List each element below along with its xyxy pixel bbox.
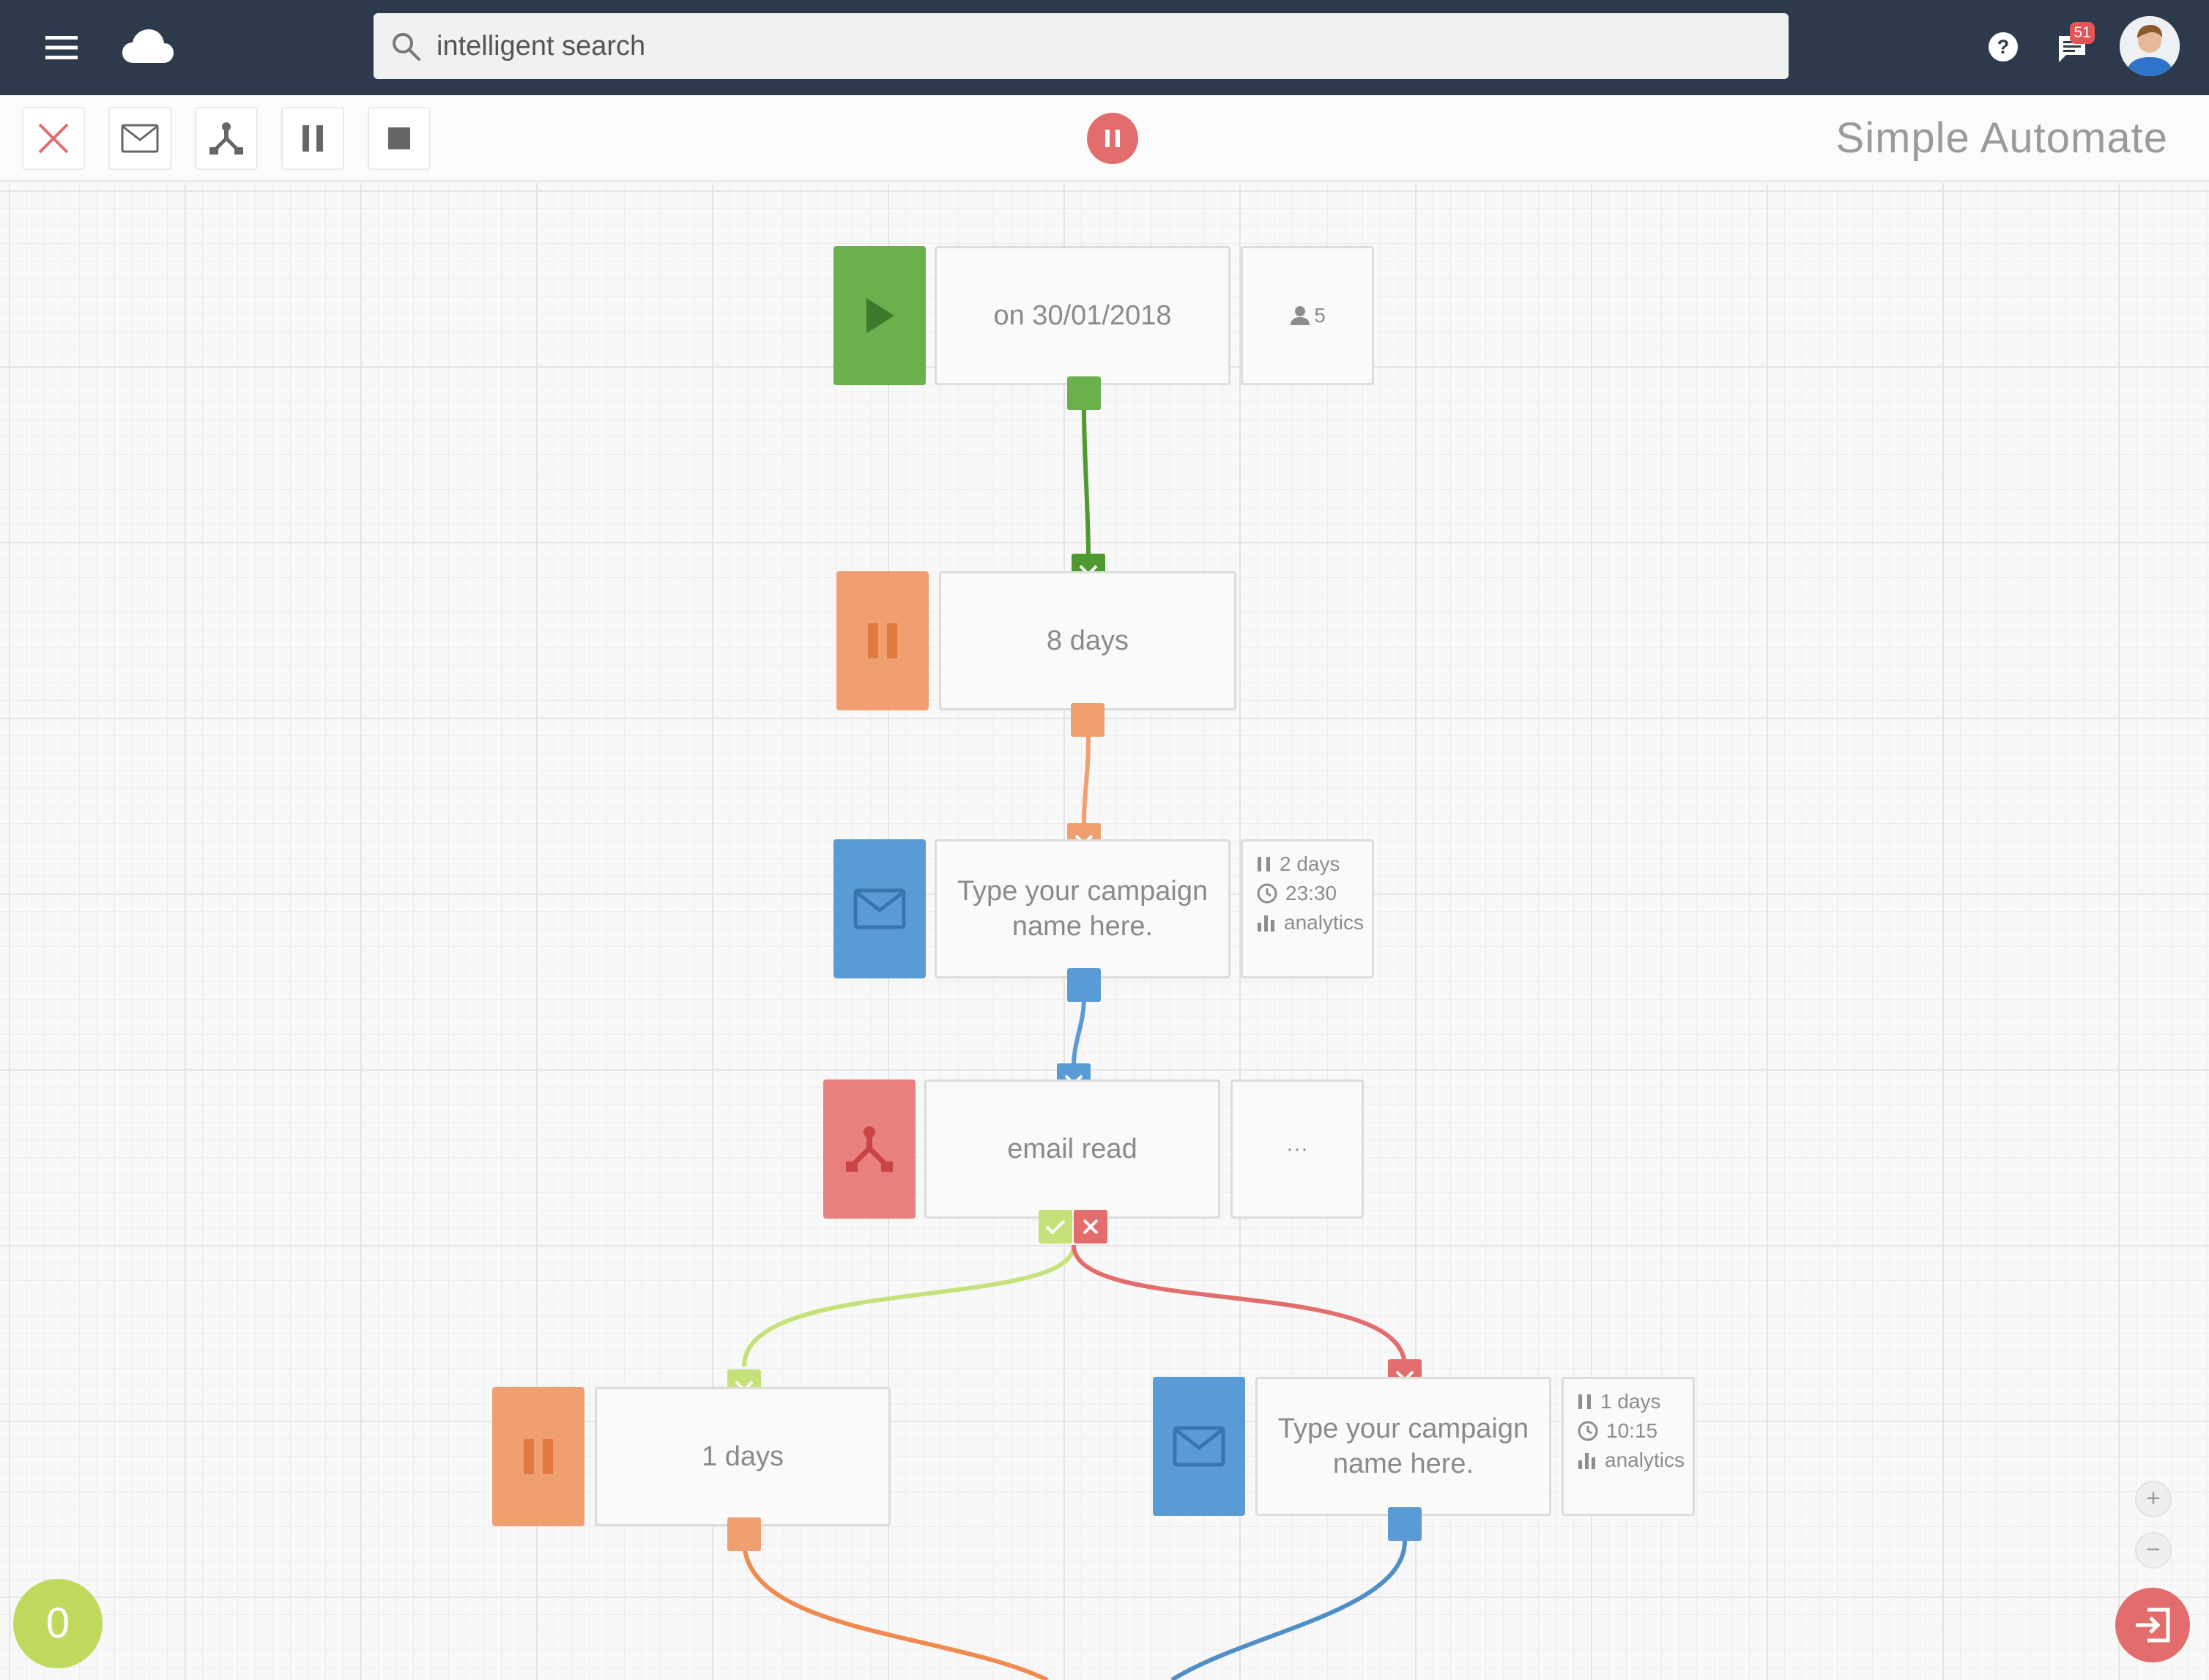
branch-icon <box>209 122 243 155</box>
hamburger-icon[interactable] <box>41 29 82 66</box>
svg-text:?: ? <box>1997 36 2010 58</box>
audience-box[interactable]: 5 <box>1241 246 1374 385</box>
user-avatar[interactable] <box>2120 16 2180 76</box>
condition-node[interactable]: email read <box>924 1079 1220 1219</box>
check-icon <box>1045 1219 1066 1235</box>
wait-duration-label: 8 days <box>1047 625 1129 656</box>
condition-label: email read <box>1007 1134 1137 1164</box>
wait-node[interactable]: 8 days <box>939 571 1236 710</box>
wait1-out-port[interactable] <box>1071 703 1104 737</box>
analytics-row: analytics <box>1256 909 1364 937</box>
exit-icon <box>2136 1607 2170 1643</box>
condition-options-box[interactable]: ··· <box>1230 1079 1364 1219</box>
cloud-icon[interactable] <box>120 23 176 69</box>
pause-icon <box>868 623 897 658</box>
selection-counter[interactable]: 0 <box>13 1579 103 1668</box>
campaign2-name-label: Type your campaign name here. <box>1277 1413 1529 1479</box>
delay-value: 1 days <box>1600 1390 1661 1413</box>
time-value: 10:15 <box>1606 1419 1658 1442</box>
search-icon <box>393 33 420 61</box>
envelope-icon <box>1173 1426 1225 1467</box>
top-bar: intelligent search ? 51 <box>0 0 2209 95</box>
stop-icon <box>388 127 410 149</box>
pause-circle-icon[interactable] <box>1087 113 1138 164</box>
person-icon <box>1291 306 1310 325</box>
close-icon <box>38 123 69 154</box>
email1-out-port[interactable] <box>1067 968 1101 1002</box>
email2-out-port[interactable] <box>1388 1507 1422 1541</box>
email2-settings-box[interactable]: 1 days 10:15 analytics <box>1562 1377 1695 1516</box>
time-row: 10:15 <box>1577 1417 1657 1445</box>
toolbar: Simple Automate <box>0 95 2209 182</box>
zoom-out-button[interactable]: − <box>2135 1532 2172 1569</box>
email2-node-icon[interactable] <box>1153 1377 1245 1516</box>
clock-icon <box>1578 1421 1598 1441</box>
pause-tool[interactable] <box>281 107 344 170</box>
delay-row: 1 days <box>1577 1388 1661 1416</box>
email2-node[interactable]: Type your campaign name here. <box>1255 1377 1551 1516</box>
delay-value: 2 days <box>1280 852 1340 875</box>
email-node[interactable]: Type your campaign name here. <box>935 839 1230 978</box>
start-date-label: on 30/01/2018 <box>993 300 1172 331</box>
wait2-node-icon[interactable] <box>492 1387 584 1526</box>
audience-count: 5 <box>1314 304 1326 327</box>
page-title: Simple Automate <box>1835 114 2168 162</box>
exit-button[interactable] <box>2115 1588 2190 1662</box>
campaign-name-label: Type your campaign name here. <box>957 876 1209 942</box>
start-out-port[interactable] <box>1067 376 1101 410</box>
email-settings-box[interactable]: 2 days 23:30 analytics <box>1241 839 1374 978</box>
delay-row: 2 days <box>1256 850 1340 878</box>
condition-yes-port[interactable] <box>1039 1210 1072 1244</box>
search-bar[interactable]: intelligent search <box>374 13 1789 79</box>
split-tool[interactable] <box>195 107 258 170</box>
pause-icon <box>1578 1394 1591 1409</box>
time-value: 23:30 <box>1285 882 1337 904</box>
bar-chart-icon <box>1578 1453 1595 1469</box>
wait2-out-port[interactable] <box>727 1517 761 1551</box>
start-node-icon[interactable] <box>834 246 926 385</box>
analytics-link[interactable]: analytics <box>1284 911 1364 934</box>
condition-no-port[interactable] <box>1074 1210 1107 1244</box>
email-node-icon[interactable] <box>834 839 926 978</box>
wait2-duration-label: 1 days <box>702 1441 784 1472</box>
delete-tool[interactable] <box>22 107 85 170</box>
time-row: 23:30 <box>1256 880 1337 907</box>
wait2-node[interactable]: 1 days <box>595 1387 891 1526</box>
zoom-in-button[interactable]: + <box>2135 1481 2172 1517</box>
play-icon <box>866 298 894 333</box>
envelope-icon <box>853 888 906 929</box>
start-node[interactable]: on 30/01/2018 <box>935 246 1230 385</box>
notification-badge: 51 <box>2070 22 2095 44</box>
pause-icon <box>1258 857 1270 871</box>
stop-tool[interactable] <box>368 107 431 170</box>
clock-icon <box>1257 883 1277 904</box>
pause-icon <box>302 125 323 152</box>
wait-node-icon[interactable] <box>836 571 929 710</box>
pause-icon <box>524 1439 553 1474</box>
help-icon[interactable]: ? <box>1986 30 2020 64</box>
branch-icon <box>846 1126 893 1172</box>
bar-chart-icon <box>1258 915 1274 932</box>
more-icon: ··· <box>1286 1137 1308 1161</box>
analytics-link[interactable]: analytics <box>1605 1449 1685 1471</box>
email-tool[interactable] <box>108 107 171 170</box>
envelope-icon <box>121 124 159 153</box>
analytics-row: analytics <box>1577 1446 1685 1474</box>
search-input[interactable]: intelligent search <box>437 31 646 62</box>
close-icon <box>1083 1219 1099 1235</box>
condition-node-icon[interactable] <box>823 1079 916 1219</box>
